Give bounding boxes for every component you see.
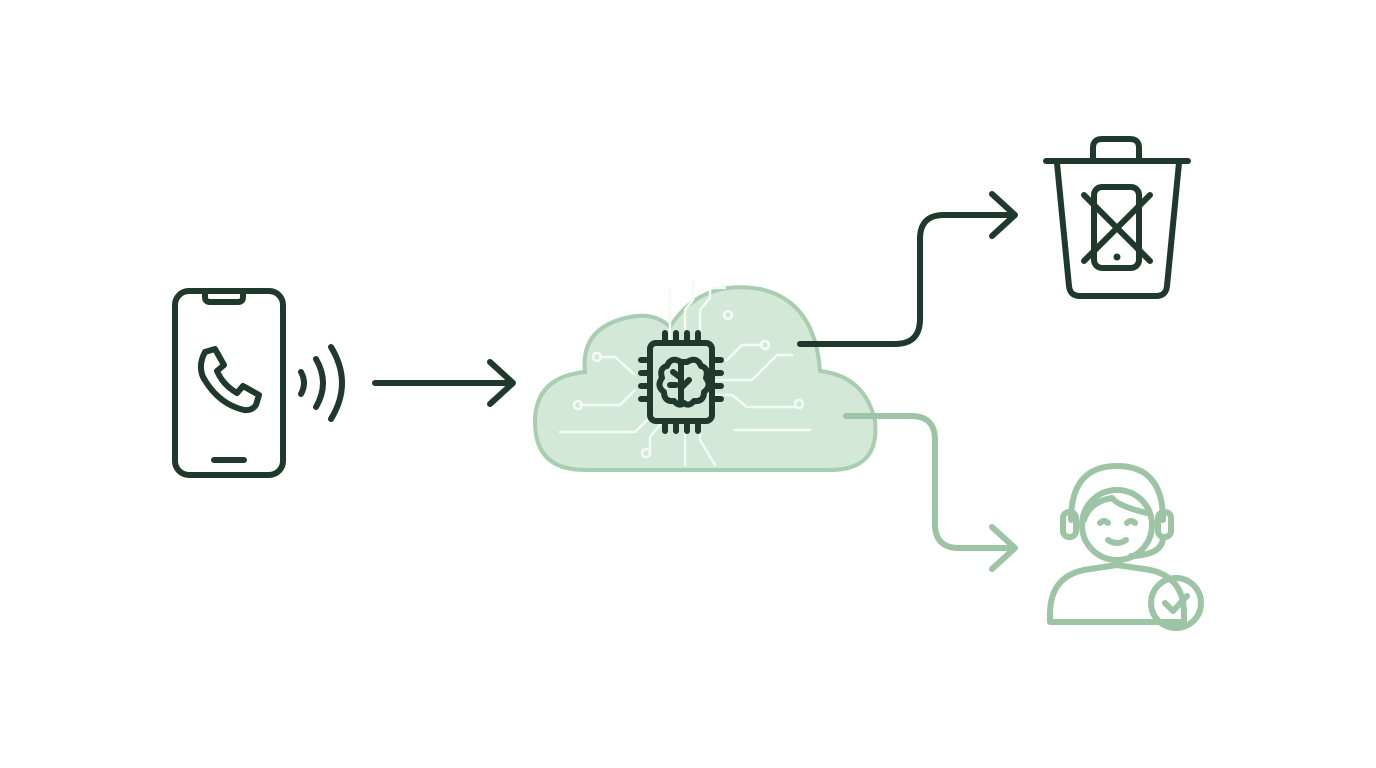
brain-icon bbox=[656, 356, 712, 408]
cloud-ai-chip-brain-icon bbox=[532, 278, 878, 472]
arrow-cloud-to-agent bbox=[843, 413, 1018, 572]
support-agent-verified-icon bbox=[1047, 463, 1204, 631]
smartphone-call-icon bbox=[172, 288, 345, 478]
arrow-phone-to-cloud bbox=[372, 359, 516, 407]
arrow-cloud-to-trash bbox=[797, 191, 1018, 347]
trash-phone-blocked-icon bbox=[1043, 136, 1191, 299]
